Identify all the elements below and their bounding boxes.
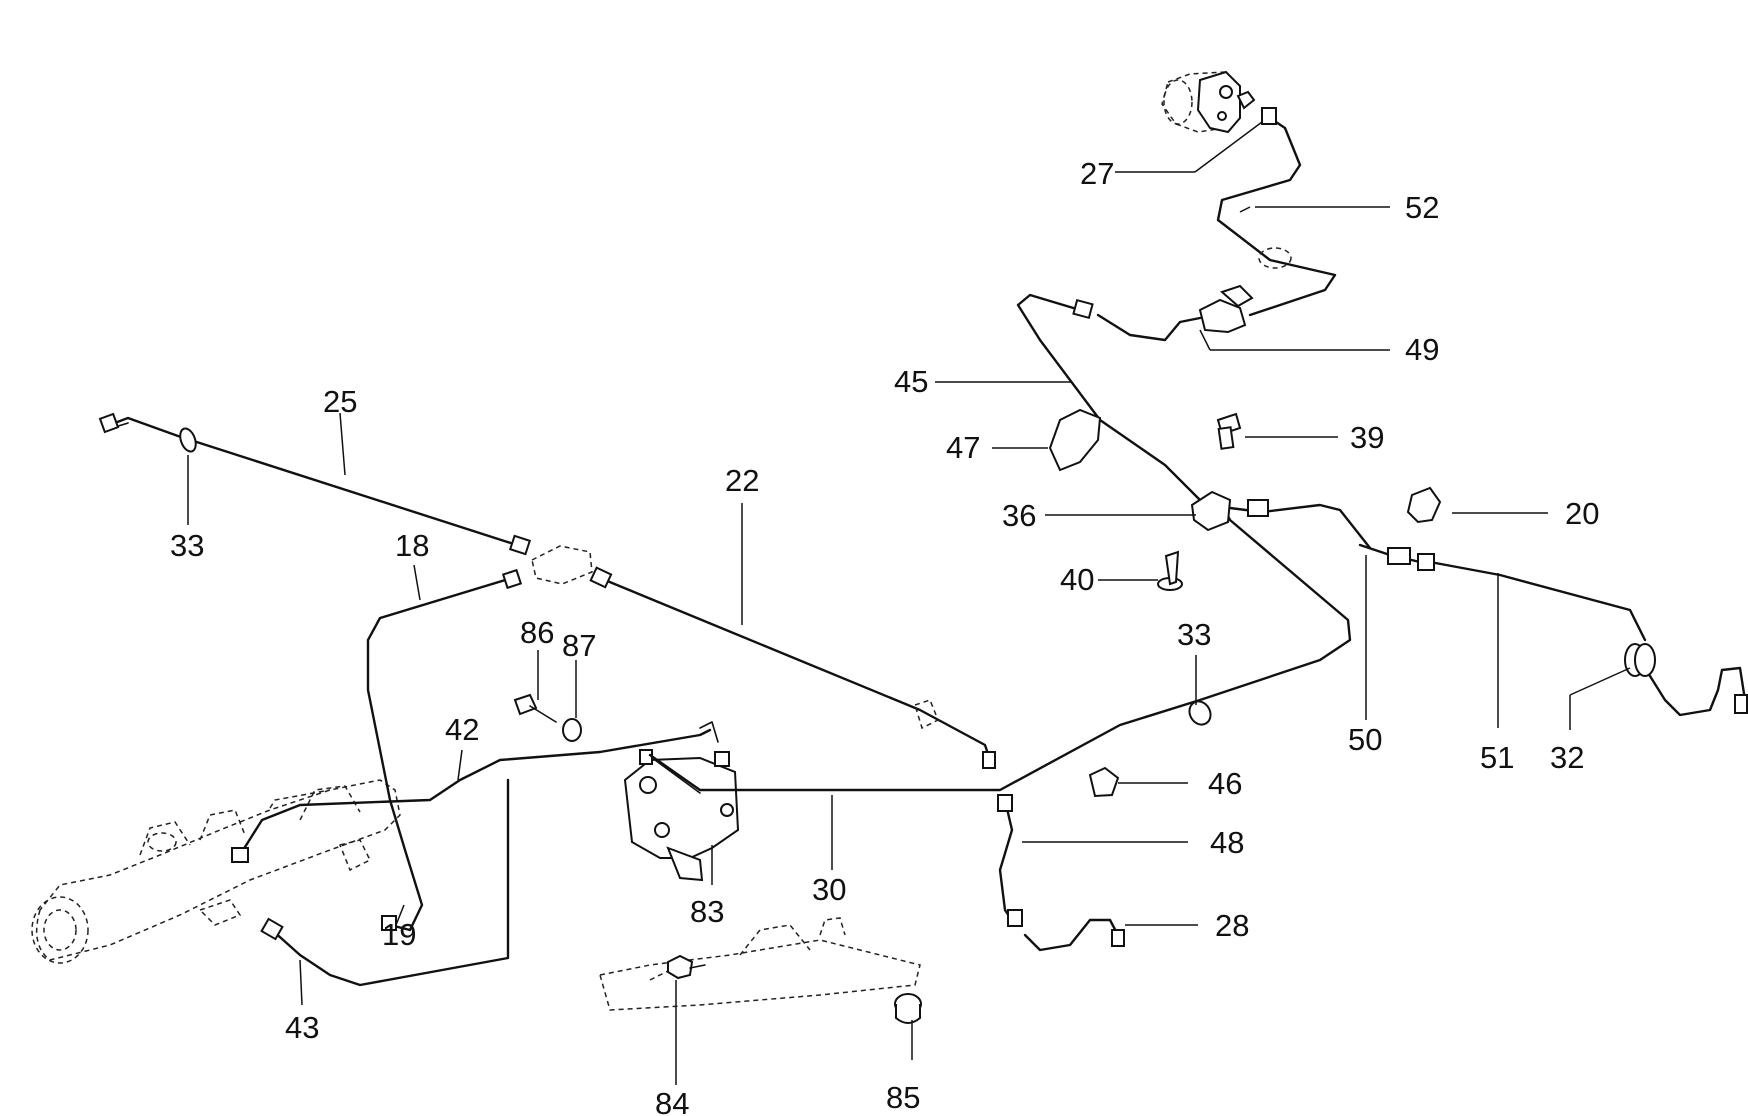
brake-pipe-51 — [1417, 553, 1647, 642]
washer-87 — [562, 718, 582, 742]
callout-84: 84 — [655, 1086, 689, 1116]
callout-43: 43 — [285, 1010, 319, 1045]
callout-49: 49 — [1405, 332, 1439, 367]
cap-85 — [894, 993, 922, 1024]
brake-pipe-42 — [231, 721, 719, 863]
callout-46: 46 — [1208, 766, 1242, 801]
pipe-clip-47 — [1048, 408, 1102, 472]
callout-85: 85 — [886, 1080, 920, 1115]
clip-20 — [1406, 486, 1442, 524]
callout-33: 33 — [170, 528, 204, 563]
callout-25: 25 — [323, 384, 357, 419]
callout-83: 83 — [690, 894, 724, 929]
brake-pipe-45 — [1016, 293, 1202, 502]
brake-pipe-22 — [589, 566, 996, 769]
callout-labels: 25 33 18 22 86 87 42 19 43 83 30 84 85 2… — [170, 156, 1599, 1116]
bolt-86 — [513, 693, 557, 723]
leader-lines — [187, 121, 1631, 1085]
brake-pipe-25 — [98, 412, 532, 556]
callout-40: 40 — [1060, 562, 1094, 597]
valve-assembly-outline — [599, 917, 921, 1011]
callout-36: 36 — [1002, 498, 1036, 533]
callout-33-right: 33 — [1177, 617, 1211, 652]
callout-50: 50 — [1348, 722, 1382, 757]
callout-52: 52 — [1405, 190, 1439, 225]
wheel-cylinder-outline — [1161, 70, 1256, 134]
brake-pipe-43 — [260, 778, 510, 987]
brake-pipe-28 — [1023, 918, 1125, 952]
bleeder-84 — [667, 954, 706, 980]
pressure-regulator-83 — [623, 749, 740, 882]
callout-86: 86 — [520, 615, 554, 650]
master-cylinder-outline — [31, 779, 401, 964]
callout-20: 20 — [1565, 496, 1599, 531]
brake-pipe-48 — [997, 794, 1023, 927]
callout-51: 51 — [1480, 740, 1514, 775]
callout-30: 30 — [812, 872, 846, 907]
pipe-clip-outline — [531, 545, 593, 585]
callout-47: 47 — [946, 430, 980, 465]
screw-40 — [1157, 550, 1183, 591]
brake-pipe-18 — [366, 568, 523, 932]
callout-27: 27 — [1080, 156, 1114, 191]
clip-46 — [1088, 766, 1120, 798]
brake-hose-50 — [1358, 543, 1422, 565]
callout-87: 87 — [562, 628, 596, 663]
brake-pipe-52 — [1216, 107, 1337, 317]
callout-28: 28 — [1215, 908, 1249, 943]
callout-19: 19 — [382, 917, 416, 952]
brake-pipe-32 — [1624, 643, 1748, 717]
bolt-39 — [1216, 412, 1242, 450]
brake-pipe-30 — [648, 508, 1352, 794]
callout-22: 22 — [725, 463, 759, 498]
callout-39: 39 — [1350, 420, 1384, 455]
brake-hose-49 — [1096, 284, 1254, 342]
callout-32: 32 — [1550, 740, 1584, 775]
callout-48: 48 — [1210, 825, 1244, 860]
pipe-connector-36 — [1190, 490, 1372, 550]
callout-18: 18 — [395, 528, 429, 563]
callout-42: 42 — [445, 712, 479, 747]
callout-45: 45 — [894, 364, 928, 399]
